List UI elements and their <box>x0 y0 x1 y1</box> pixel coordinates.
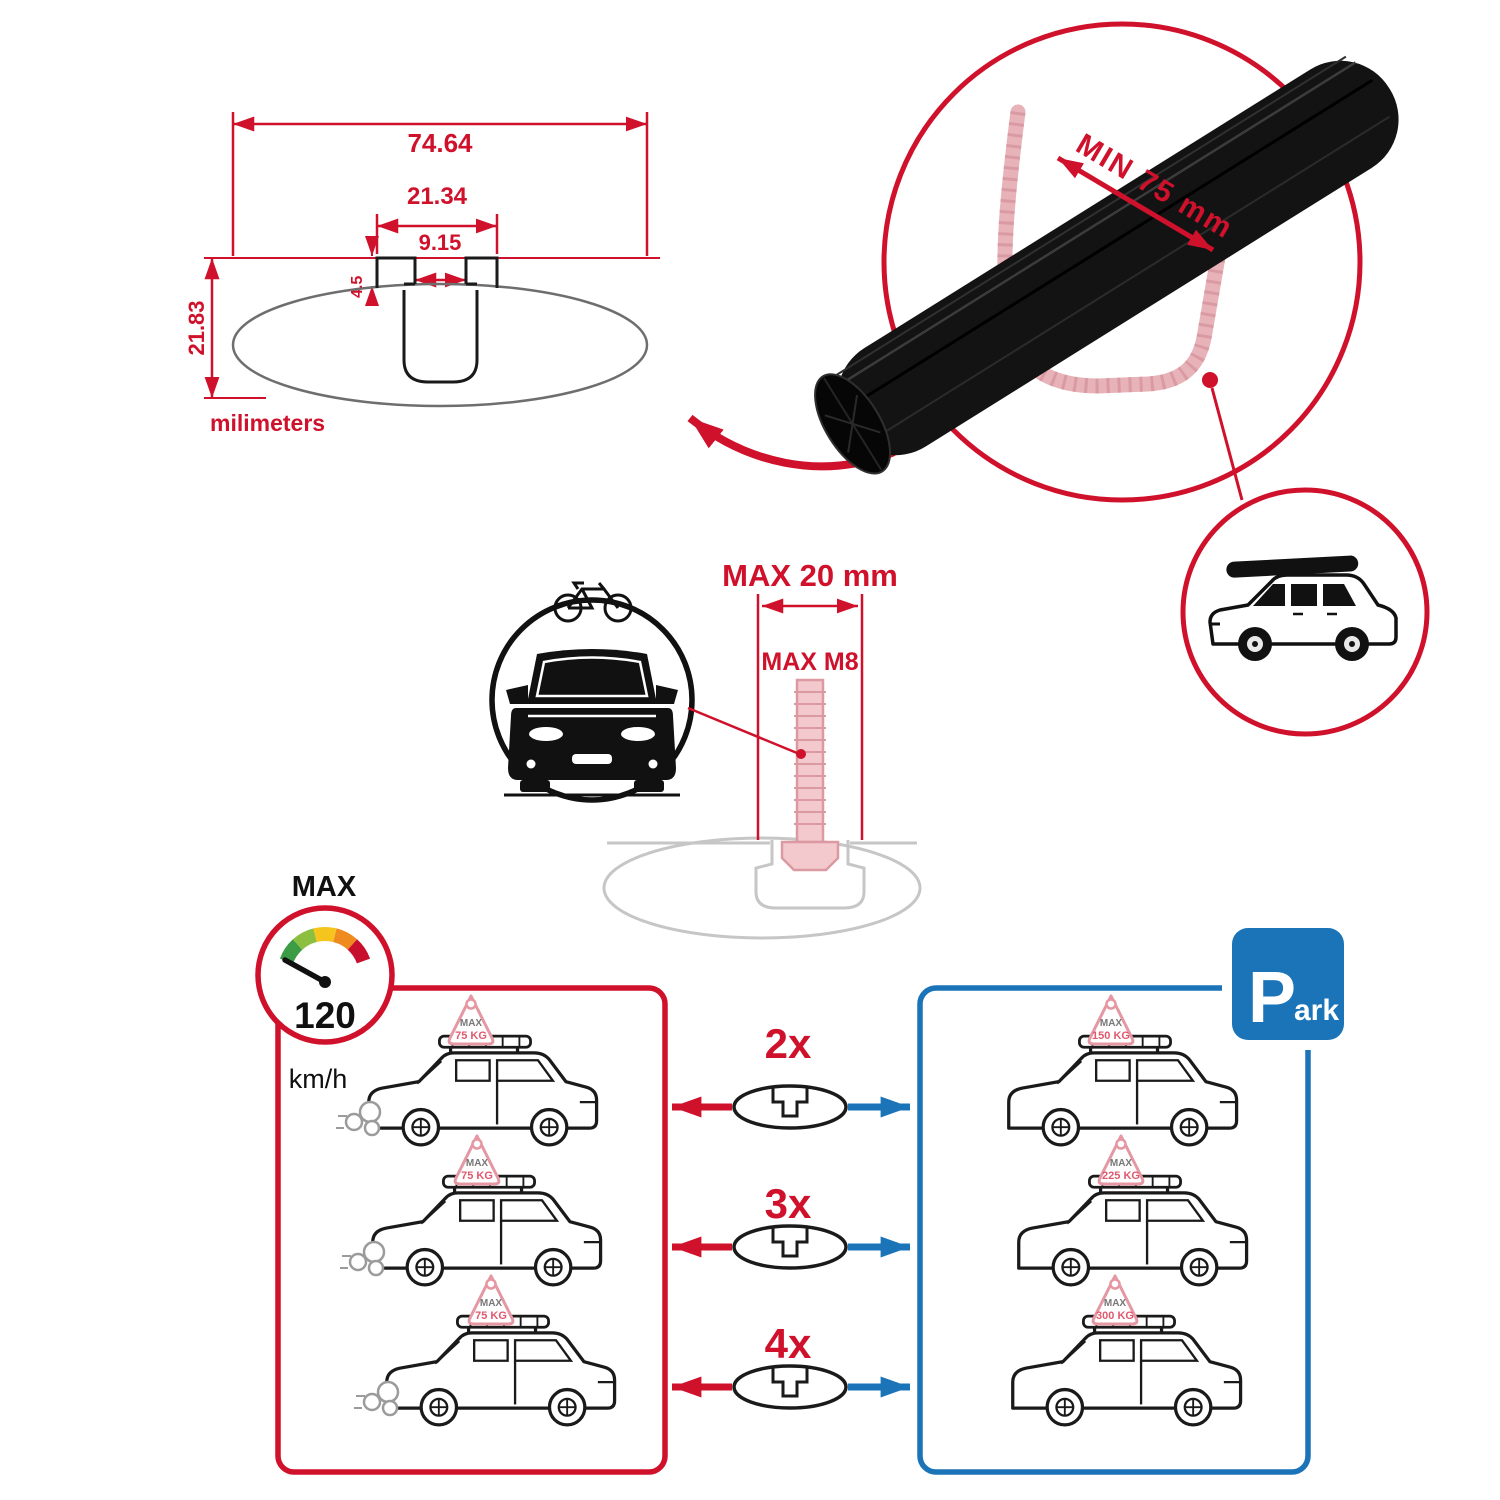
bar-count-label: 2x <box>765 1020 812 1067</box>
bike-car-circle <box>489 581 806 803</box>
tbolt-diagram: MAX 20 mm MAX M8 <box>602 558 922 940</box>
crossbar-closeup: MIN 75 mm <box>814 21 1399 503</box>
tag-max-label: MAX <box>480 1298 503 1309</box>
bike-icon <box>553 581 633 623</box>
tag-max-label: MAX <box>1110 1158 1133 1169</box>
tag-load-value: 75 KG <box>475 1310 507 1322</box>
bolt-leader-line <box>687 706 798 755</box>
roof-load-tag: MAX 225 KG <box>1097 1134 1145 1186</box>
dim-slot-outer-label: 21.34 <box>407 183 468 210</box>
profile-ghost <box>602 836 922 940</box>
detail-leader-line <box>1210 387 1244 501</box>
t-bolt <box>780 678 840 872</box>
bolt-leader-dot <box>796 749 806 759</box>
park-sign-plate <box>1232 928 1344 1040</box>
tag-max-label: MAX <box>1100 1018 1123 1029</box>
tag-load-value: 75 KG <box>461 1170 493 1182</box>
tag-load-value: 150 KG <box>1092 1030 1130 1042</box>
roof-box <box>1226 555 1359 578</box>
roof-load-tag: MAX 150 KG <box>1087 994 1135 1046</box>
speed-value: 120 <box>294 995 356 1036</box>
tag-load-value: 300 KG <box>1096 1310 1134 1322</box>
crossbar-profile-icon <box>732 1084 848 1130</box>
roof-load-tag: MAX 300 KG <box>1091 1274 1139 1326</box>
profile-ellipse <box>231 282 649 408</box>
tag-load-value: 225 KG <box>1102 1170 1140 1182</box>
tag-load-value: 75 KG <box>455 1030 487 1042</box>
technical-drawing: 74.64 21.34 9.15 4.5 21.83 milimeters <box>184 112 660 436</box>
crossbar-profile-icon <box>732 1364 848 1410</box>
speed-max-label: MAX <box>292 871 357 903</box>
car-front <box>504 649 680 797</box>
speed-gauge: MAX 120 km/h <box>255 871 395 1094</box>
crossbar-profile-icon <box>732 1224 848 1270</box>
dim-flange-label: 4.5 <box>349 276 366 298</box>
roofbox-car-circle <box>1180 487 1430 737</box>
roof-load-tag: MAX 75 KG <box>447 994 495 1046</box>
unit-label: milimeters <box>210 410 325 436</box>
profile-cross-section <box>231 256 649 408</box>
park-sign: P ark <box>1222 918 1354 1050</box>
detail-dot <box>1202 372 1218 388</box>
dim-height-label: 21.83 <box>184 300 209 355</box>
roofbox-car <box>1208 555 1398 661</box>
tag-max-label: MAX <box>466 1158 489 1169</box>
bar-count-label: 4x <box>765 1320 812 1367</box>
park-sign-letter: P <box>1248 958 1296 1038</box>
roof-load-tag: MAX 75 KG <box>467 1274 515 1326</box>
tag-max-label: MAX <box>460 1018 483 1029</box>
dim-total-width-label: 74.64 <box>407 128 473 158</box>
min-clamp-arrow <box>1056 155 1215 253</box>
gauge-needle <box>282 957 328 985</box>
dim-slot-inner-label: 9.15 <box>419 230 462 255</box>
max-slot-width-label: MAX 20 mm <box>722 558 898 593</box>
tag-max-label: MAX <box>1104 1298 1127 1309</box>
park-sign-suffix: ark <box>1294 994 1339 1027</box>
speed-unit: km/h <box>289 1064 348 1094</box>
roof-load-tag: MAX 75 KG <box>453 1134 501 1186</box>
bar-count-label: 3x <box>765 1180 812 1227</box>
max-thread-label: MAX M8 <box>761 648 858 676</box>
